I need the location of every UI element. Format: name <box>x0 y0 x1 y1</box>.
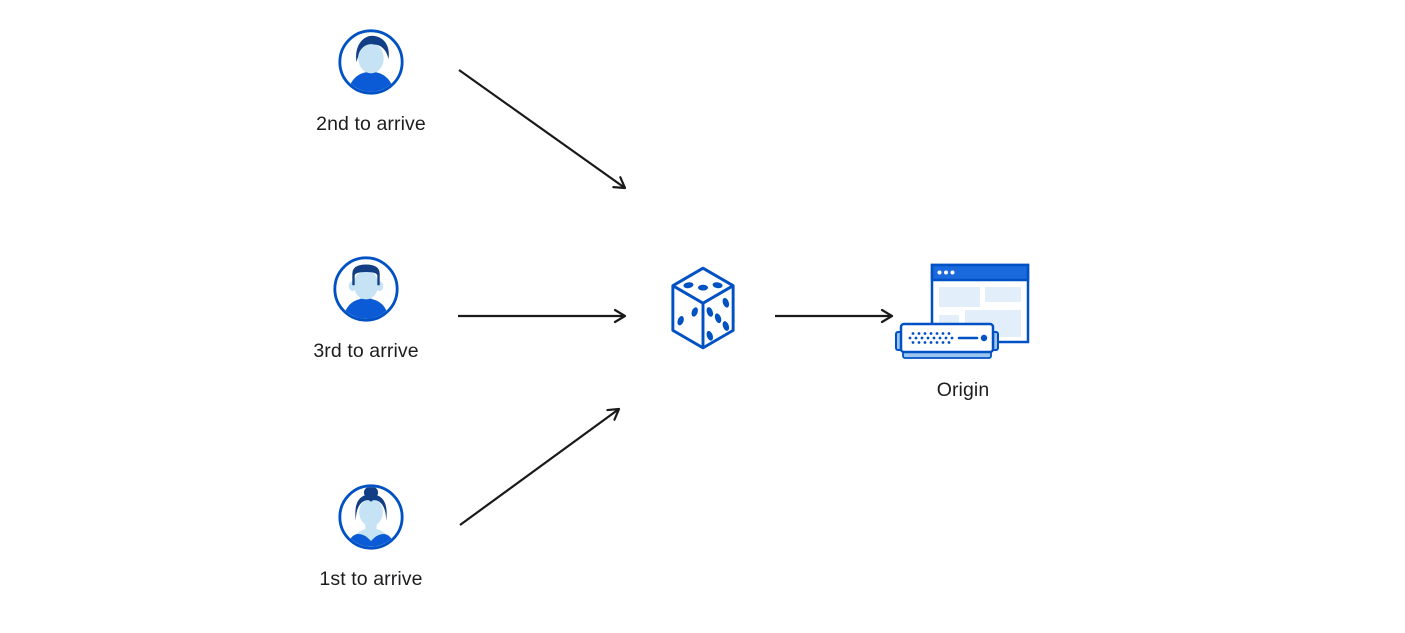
user-second-label: 2nd to arrive <box>316 113 426 135</box>
user-node-second: 2nd to arrive <box>286 28 456 136</box>
user-first-label: 1st to arrive <box>319 568 423 590</box>
server-icon <box>895 322 999 359</box>
person-avatar-male-flattop-icon <box>333 256 399 322</box>
user-node-third: 3rd to arrive <box>281 255 451 363</box>
dice-node <box>668 265 738 355</box>
person-avatar-female-bun-icon <box>338 484 404 550</box>
dice-icon <box>671 266 735 350</box>
arrow-user-second-to-dice <box>458 69 627 190</box>
server-dot-pattern <box>908 332 954 344</box>
person-avatar-male-quiff-icon <box>338 29 404 95</box>
arrow-user-first-to-dice <box>459 407 621 526</box>
user-third-label: 3rd to arrive <box>313 340 419 362</box>
origin-browser-and-server-icon <box>895 263 1030 359</box>
origin-node: Origin <box>891 262 1035 402</box>
origin-label: Origin <box>936 379 990 401</box>
user-node-first: 1st to arrive <box>286 483 456 591</box>
